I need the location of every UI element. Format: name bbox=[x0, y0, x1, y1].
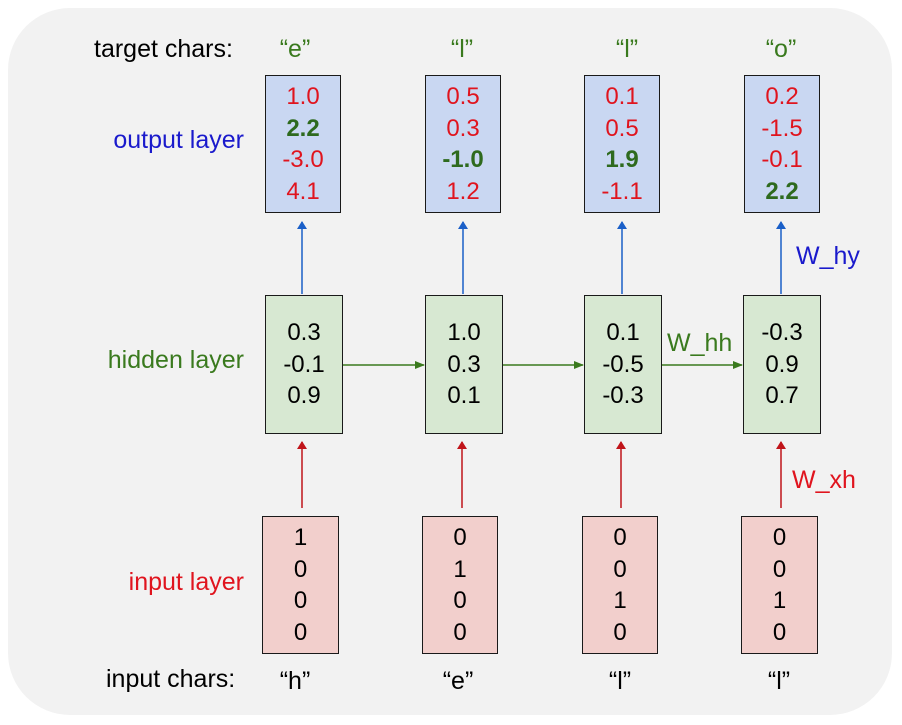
output-value-highlight: -1.0 bbox=[442, 146, 484, 173]
input-vector: 0 0 1 0 bbox=[582, 516, 658, 654]
input-value: 0 bbox=[453, 618, 467, 646]
input-value: 1 bbox=[453, 555, 467, 583]
input-chars-label: input chars: bbox=[106, 665, 236, 693]
input-value: 0 bbox=[293, 618, 308, 646]
weight-label-w-hy: W_hy bbox=[796, 242, 860, 270]
output-value: 1.0 bbox=[286, 83, 320, 110]
hidden-value: 0.1 bbox=[447, 382, 481, 410]
input-value: 0 bbox=[293, 587, 308, 614]
hidden-value: 0.9 bbox=[287, 382, 321, 410]
hidden-value: 1.0 bbox=[447, 319, 481, 347]
input-char: “l” bbox=[767, 667, 791, 695]
hidden-value: 0.3 bbox=[287, 319, 321, 347]
hidden-value: -0.3 bbox=[602, 382, 644, 410]
output-value: -1.5 bbox=[761, 114, 803, 142]
output-value-highlight: 1.9 bbox=[605, 146, 639, 173]
input-value: 1 bbox=[293, 524, 308, 551]
output-value: -0.1 bbox=[761, 146, 803, 173]
output-value-highlight: 2.2 bbox=[765, 177, 799, 205]
input-value: 0 bbox=[613, 618, 627, 646]
output-value: 0.5 bbox=[446, 83, 480, 110]
input-value: 0 bbox=[293, 555, 308, 583]
output-vector: 1.0 2.2 -3.0 4.1 bbox=[265, 75, 341, 213]
hidden-value: 0.1 bbox=[606, 319, 640, 347]
input-value: 1 bbox=[772, 587, 787, 614]
target-chars-label: target chars: bbox=[94, 35, 233, 63]
target-char: “l” bbox=[615, 35, 639, 63]
output-value: 0.2 bbox=[765, 83, 799, 110]
hidden-value: 0.9 bbox=[765, 350, 799, 378]
input-vector: 1 0 0 0 bbox=[262, 516, 339, 654]
target-char: “o” bbox=[765, 35, 797, 63]
hidden-layer-label: hidden layer bbox=[107, 346, 244, 374]
output-value: 0.1 bbox=[605, 83, 639, 110]
input-value: 0 bbox=[772, 524, 787, 551]
input-layer-label: input layer bbox=[128, 568, 244, 596]
input-value: 0 bbox=[453, 524, 467, 551]
hidden-value: -0.1 bbox=[283, 350, 325, 378]
input-value: 1 bbox=[613, 587, 627, 614]
target-char: “e” bbox=[279, 35, 311, 63]
input-char: “h” bbox=[279, 667, 311, 695]
output-value: -1.1 bbox=[601, 177, 643, 205]
output-vector: 0.2 -1.5 -0.1 2.2 bbox=[744, 75, 820, 213]
output-vector: 0.5 0.3 -1.0 1.2 bbox=[425, 75, 501, 213]
weight-label-w-hh: W_hh bbox=[667, 329, 733, 357]
output-vector: 0.1 0.5 1.9 -1.1 bbox=[584, 75, 660, 213]
output-value: 0.3 bbox=[446, 114, 480, 142]
input-vector: 0 1 0 0 bbox=[422, 516, 498, 654]
output-value: 4.1 bbox=[286, 177, 320, 205]
target-char: “l” bbox=[450, 35, 474, 63]
input-value: 0 bbox=[613, 524, 627, 551]
hidden-value: -0.3 bbox=[761, 319, 803, 347]
hidden-vector: 0.3 -0.1 0.9 bbox=[265, 295, 343, 434]
output-value: 1.2 bbox=[446, 177, 480, 205]
input-value: 0 bbox=[613, 555, 627, 583]
input-value: 0 bbox=[772, 555, 787, 583]
input-value: 0 bbox=[453, 587, 467, 614]
output-value: -3.0 bbox=[282, 146, 324, 173]
hidden-value: 0.7 bbox=[765, 382, 799, 410]
input-char: “l” bbox=[608, 667, 632, 695]
hidden-vector: -0.3 0.9 0.7 bbox=[743, 295, 821, 434]
output-layer-label: output layer bbox=[113, 126, 244, 154]
hidden-value: -0.5 bbox=[602, 350, 644, 378]
hidden-vector: 0.1 -0.5 -0.3 bbox=[584, 295, 662, 434]
output-value: 0.5 bbox=[605, 114, 639, 142]
output-value-highlight: 2.2 bbox=[286, 114, 320, 142]
hidden-vector: 1.0 0.3 0.1 bbox=[425, 295, 503, 434]
hidden-value: 0.3 bbox=[447, 350, 481, 378]
input-char: “e” bbox=[442, 667, 474, 695]
input-value: 0 bbox=[772, 618, 787, 646]
weight-label-w-xh: W_xh bbox=[792, 466, 856, 494]
input-vector: 0 0 1 0 bbox=[741, 516, 818, 654]
